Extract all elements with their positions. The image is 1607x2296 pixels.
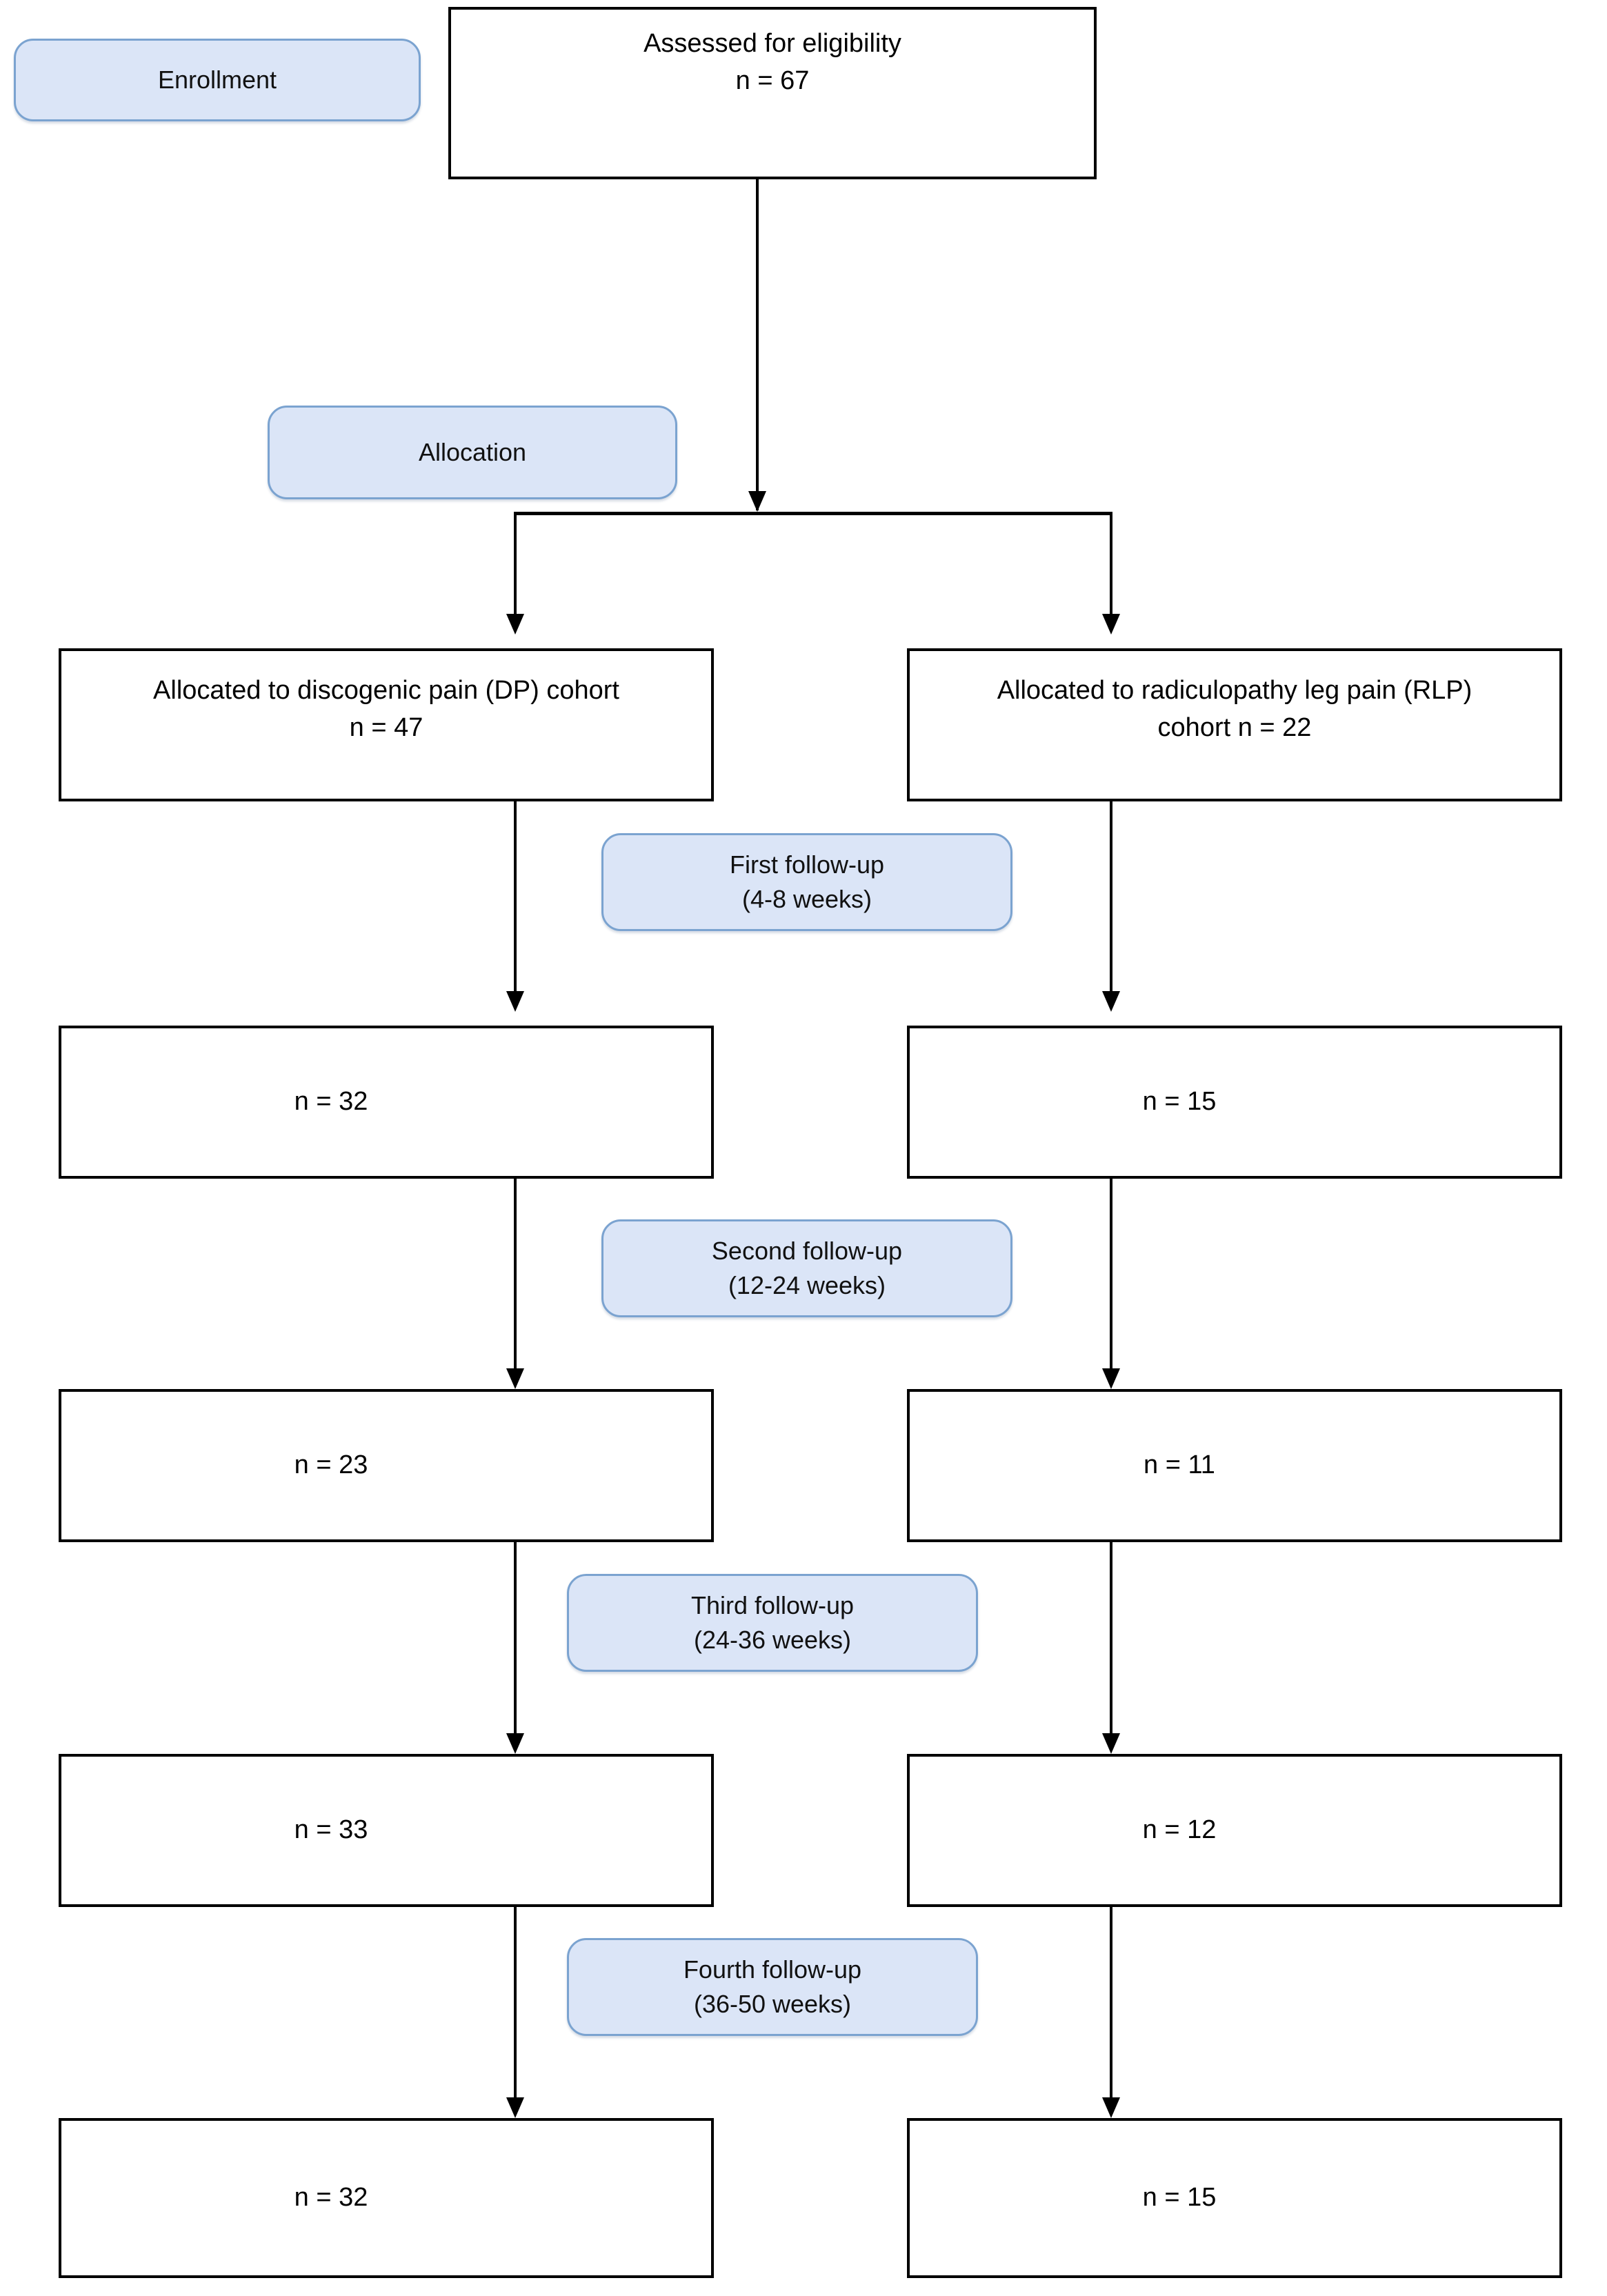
stage-label-enrollment: Enrollment: [14, 39, 421, 121]
arrowhead-rlp-f3: [1102, 1733, 1120, 1754]
connector-rlp-f1-to-f2: [1110, 1179, 1112, 1386]
connector-dp-f3-to-f4: [514, 1907, 517, 2114]
node-rlp-followup-1-text: n = 15: [1142, 1087, 1217, 1117]
arrowhead-dp-allocated: [506, 614, 524, 635]
node-dp-allocated-text: Allocated to discogenic pain (DP) cohort…: [153, 676, 619, 742]
connector-rlp-f3-to-f4: [1110, 1907, 1112, 2114]
arrowhead-dp-f2: [506, 1368, 524, 1389]
connector-dp-f2-to-f3: [514, 1542, 517, 1749]
node-dp-followup-3: n = 33: [59, 1754, 714, 1907]
node-dp-followup-1: n = 32: [59, 1026, 714, 1179]
node-dp-followup-1-text: n = 32: [294, 1087, 368, 1117]
node-dp-followup-2-text: n = 23: [294, 1450, 368, 1480]
node-dp-followup-4: n = 32: [59, 2118, 714, 2278]
node-assessed-for-eligibility-text: Assessed for eligibility n = 67: [643, 29, 901, 95]
node-rlp-allocated: Allocated to radiculopathy leg pain (RLP…: [907, 648, 1562, 801]
node-assessed-for-eligibility: Assessed for eligibility n = 67: [448, 7, 1097, 179]
node-rlp-followup-4: n = 15: [907, 2118, 1562, 2278]
node-rlp-followup-2: n = 11: [907, 1389, 1562, 1542]
stage-label-followup-4: Fourth follow-up (36-50 weeks): [567, 1938, 978, 2036]
node-dp-allocated: Allocated to discogenic pain (DP) cohort…: [59, 648, 714, 801]
stage-label-followup-4-text: Fourth follow-up (36-50 weeks): [683, 1955, 862, 2018]
stage-label-allocation-text: Allocation: [418, 437, 527, 466]
connector-dp-f1-to-f2: [514, 1179, 517, 1386]
arrowhead-rlp-f4: [1102, 2097, 1120, 2118]
stage-label-allocation: Allocation: [268, 406, 677, 499]
stage-label-followup-2-text: Second follow-up (12-24 weeks): [711, 1236, 903, 1299]
node-dp-followup-3-text: n = 33: [294, 1815, 368, 1845]
node-rlp-followup-4-text: n = 15: [1142, 2183, 1217, 2213]
connector-assessed-to-split: [756, 179, 759, 510]
stage-label-followup-1: First follow-up (4-8 weeks): [601, 833, 1012, 931]
connector-split-bar: [514, 512, 1112, 515]
connector-rlp-f2-to-f3: [1110, 1542, 1112, 1749]
node-rlp-followup-3: n = 12: [907, 1754, 1562, 1907]
stage-label-followup-1-text: First follow-up (4-8 weeks): [729, 850, 885, 913]
connector-split-to-dp: [514, 512, 517, 630]
arrowhead-dp-f4: [506, 2097, 524, 2118]
arrowhead-rlp-f2: [1102, 1368, 1120, 1389]
node-dp-followup-4-text: n = 32: [294, 2183, 368, 2213]
node-rlp-followup-3-text: n = 12: [1142, 1815, 1217, 1845]
stage-label-followup-3-text: Third follow-up (24-36 weeks): [690, 1590, 855, 1654]
arrowhead-dp-f3: [506, 1733, 524, 1754]
connector-dp-allocated-to-f1: [514, 801, 517, 1008]
stage-label-followup-3: Third follow-up (24-36 weeks): [567, 1574, 978, 1672]
node-rlp-allocated-text: Allocated to radiculopathy leg pain (RLP…: [997, 676, 1473, 742]
connector-split-to-rlp: [1110, 512, 1112, 630]
arrowhead-rlp-f1: [1102, 991, 1120, 1012]
arrowhead-rlp-allocated: [1102, 614, 1120, 635]
connector-rlp-allocated-to-f1: [1110, 801, 1112, 1008]
arrowhead-split: [748, 491, 766, 512]
node-dp-followup-2: n = 23: [59, 1389, 714, 1542]
stage-label-enrollment-text: Enrollment: [157, 65, 277, 94]
stage-label-followup-2: Second follow-up (12-24 weeks): [601, 1219, 1012, 1317]
node-rlp-followup-2-text: n = 11: [1144, 1450, 1215, 1480]
arrowhead-dp-f1: [506, 991, 524, 1012]
node-rlp-followup-1: n = 15: [907, 1026, 1562, 1179]
